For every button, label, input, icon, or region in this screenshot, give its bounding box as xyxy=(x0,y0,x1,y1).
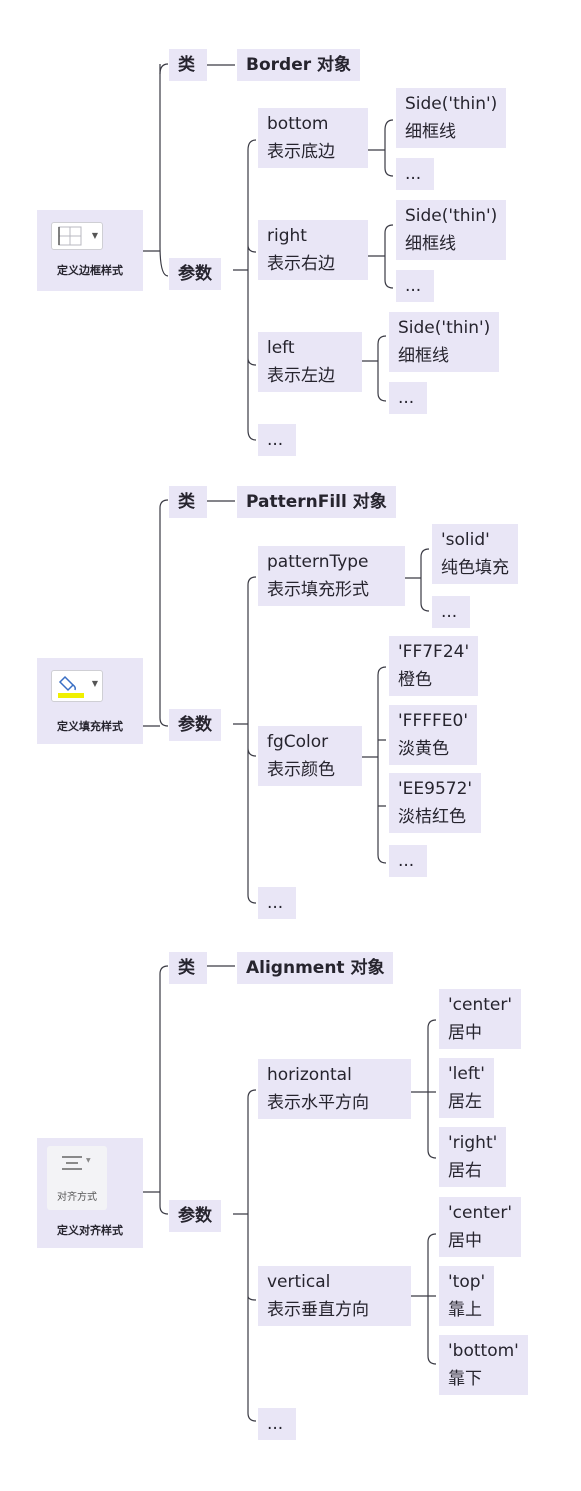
icon-caption: 对齐方式 xyxy=(57,1192,97,1203)
value-node: 'EE9572' 淡桔红色 xyxy=(389,773,482,833)
param-name: horizontal xyxy=(267,1065,352,1085)
params-label: 参数 xyxy=(169,258,221,290)
root-node-fill: ▼ 定义填充样式 xyxy=(37,658,143,744)
param-desc: 表示填充形式 xyxy=(267,580,369,600)
svg-text:▼: ▼ xyxy=(86,1157,91,1164)
value-desc: 居中 xyxy=(448,1231,482,1251)
value-desc: 细框线 xyxy=(405,234,456,254)
value-desc: 靠上 xyxy=(448,1300,482,1320)
more-node: ... xyxy=(258,424,296,456)
value-node: Side('thin') 细框线 xyxy=(396,88,507,148)
align-center-icon: ▼ xyxy=(62,1156,91,1170)
param-desc: 表示底边 xyxy=(267,142,335,162)
chevron-down-icon: ▼ xyxy=(91,679,98,688)
value-node: 'FFFFE0' 淡黄色 xyxy=(389,705,478,765)
param-name: fgColor xyxy=(267,732,329,752)
value-code: 'left' xyxy=(448,1064,485,1084)
class-name: Border 对象 xyxy=(237,49,361,81)
root-node-alignment: ▼ 对齐方式 定义对齐样式 xyxy=(37,1138,143,1248)
value-desc: 纯色填充 xyxy=(441,558,509,578)
root-label: 定义边框样式 xyxy=(57,264,123,277)
param-patterntype: patternType 表示填充形式 xyxy=(258,546,405,606)
param-right: right 表示右边 xyxy=(258,220,368,280)
value-desc: 居中 xyxy=(448,1023,482,1043)
more-node: ... xyxy=(389,382,427,414)
class-label: 类 xyxy=(169,486,207,518)
value-node: 'center' 居中 xyxy=(439,989,522,1049)
fill-color-button: ▼ xyxy=(51,670,103,702)
value-node: Side('thin') 细框线 xyxy=(389,312,500,372)
value-node: 'FF7F24' 橙色 xyxy=(389,636,479,696)
param-name: left xyxy=(267,338,295,358)
value-desc: 居左 xyxy=(448,1092,482,1112)
param-name: right xyxy=(267,226,307,246)
param-desc: 表示颜色 xyxy=(267,760,335,780)
value-desc: 细框线 xyxy=(398,346,449,366)
value-desc: 靠下 xyxy=(448,1369,482,1389)
more-node: ... xyxy=(396,270,434,302)
value-code: 'top' xyxy=(448,1272,486,1292)
more-node: ... xyxy=(396,158,434,190)
param-bottom: bottom 表示底边 xyxy=(258,108,368,168)
paint-bucket-icon xyxy=(58,675,84,698)
more-node: ... xyxy=(432,596,470,628)
value-desc: 淡黄色 xyxy=(398,739,449,759)
value-code: 'bottom' xyxy=(448,1341,519,1361)
more-node: ... xyxy=(258,1408,296,1440)
border-format-button: ▼ xyxy=(51,222,103,250)
value-code: 'solid' xyxy=(441,530,490,550)
value-code: 'center' xyxy=(448,995,513,1015)
class-label: 类 xyxy=(169,952,207,984)
param-fgcolor: fgColor 表示颜色 xyxy=(258,726,362,786)
param-desc: 表示左边 xyxy=(267,366,335,386)
value-node: 'top' 靠上 xyxy=(439,1266,495,1326)
chevron-down-icon: ▼ xyxy=(91,231,98,240)
align-format-button: ▼ 对齐方式 xyxy=(47,1146,107,1210)
param-left: left 表示左边 xyxy=(258,332,362,392)
value-code: 'right' xyxy=(448,1133,498,1153)
value-node: 'solid' 纯色填充 xyxy=(432,524,518,584)
param-vertical: vertical 表示垂直方向 xyxy=(258,1266,411,1326)
param-name: vertical xyxy=(267,1272,331,1292)
value-desc: 居右 xyxy=(448,1161,482,1181)
param-horizontal: horizontal 表示水平方向 xyxy=(258,1059,411,1119)
value-code: 'EE9572' xyxy=(398,779,473,799)
params-label: 参数 xyxy=(169,1200,221,1232)
value-code: 'center' xyxy=(448,1203,513,1223)
param-desc: 表示水平方向 xyxy=(267,1093,369,1113)
value-desc: 橙色 xyxy=(398,670,432,690)
border-grid-icon xyxy=(58,226,82,246)
value-node: 'right' 居右 xyxy=(439,1127,507,1187)
param-name: patternType xyxy=(267,552,369,572)
value-code: Side('thin') xyxy=(405,206,498,226)
root-label: 定义对齐样式 xyxy=(57,1224,123,1237)
value-desc: 细框线 xyxy=(405,122,456,142)
class-label: 类 xyxy=(169,49,207,81)
value-desc: 淡桔红色 xyxy=(398,807,466,827)
root-node-border: ▼ 定义边框样式 xyxy=(37,210,143,291)
more-node: ... xyxy=(258,887,296,919)
value-node: 'bottom' 靠下 xyxy=(439,1335,528,1395)
value-node: 'left' 居左 xyxy=(439,1058,494,1118)
more-node: ... xyxy=(389,845,427,877)
param-desc: 表示垂直方向 xyxy=(267,1300,369,1320)
params-label: 参数 xyxy=(169,709,221,741)
class-name: PatternFill 对象 xyxy=(237,486,396,518)
root-label: 定义填充样式 xyxy=(57,720,123,733)
value-code: 'FFFFE0' xyxy=(398,711,469,731)
class-name: Alignment 对象 xyxy=(237,952,394,984)
param-name: bottom xyxy=(267,114,329,134)
value-code: Side('thin') xyxy=(405,94,498,114)
param-desc: 表示右边 xyxy=(267,254,335,274)
value-code: 'FF7F24' xyxy=(398,642,470,662)
value-code: Side('thin') xyxy=(398,318,491,338)
value-node: Side('thin') 细框线 xyxy=(396,200,507,260)
value-node: 'center' 居中 xyxy=(439,1197,522,1257)
